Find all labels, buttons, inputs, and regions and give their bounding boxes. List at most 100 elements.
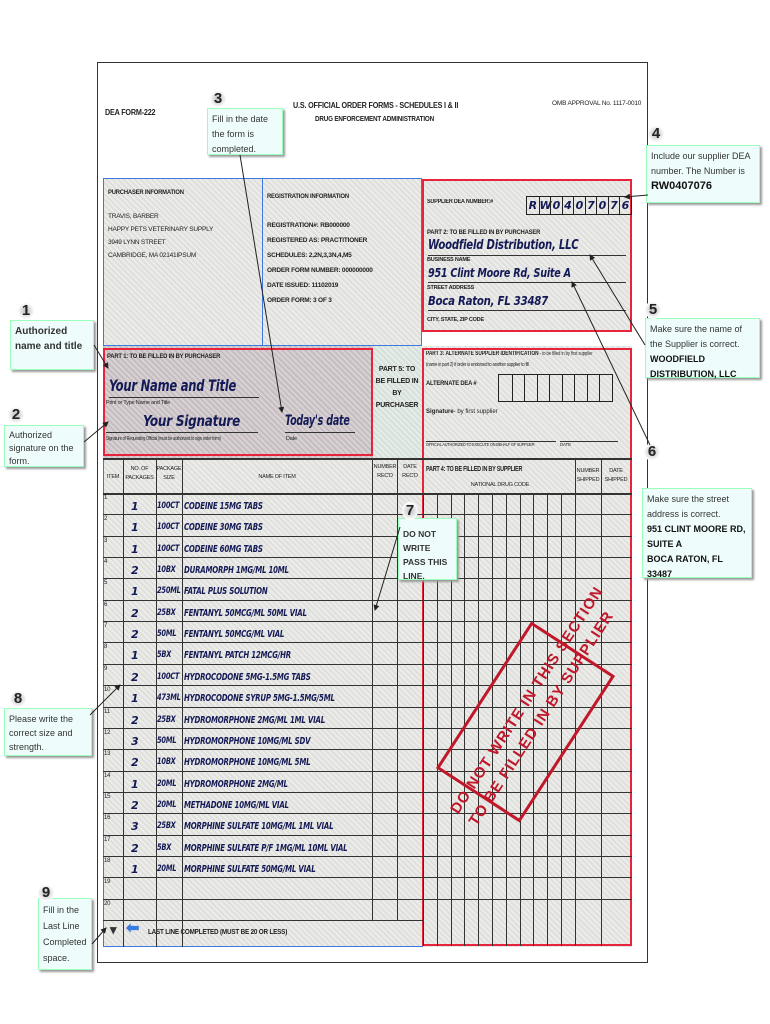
business-name-field[interactable]: Woodfield Distribution, LLC [428, 238, 579, 253]
form-id: DEA FORM-222 [105, 108, 156, 117]
column-divider [182, 458, 183, 947]
alternate-dea-digit-box[interactable] [549, 375, 562, 401]
row-item-name: CODEINE 30MG TABS [184, 522, 263, 534]
row-item-number: 5 [104, 580, 108, 587]
signature-label: Signature of Requesting Official (must b… [106, 436, 221, 442]
row-package-size: 50ML [157, 629, 177, 640]
registered-as: REGISTERED AS: PRACTITIONER [267, 237, 368, 244]
part3-signature-label: Signature [426, 409, 454, 415]
purchaser-city: CAMBRIDGE, MA 02141IPSUM [108, 252, 197, 259]
row-package-size: 50ML [157, 735, 177, 746]
row-divider [103, 663, 632, 665]
row-package-size: 20ML [157, 799, 177, 810]
alternate-dea-digit-box[interactable] [524, 375, 537, 401]
row-divider [103, 578, 632, 580]
header-number-recd: NUMBER REC'D [373, 464, 397, 479]
row-divider [103, 813, 632, 815]
row-item-name: HYDROMORPHONE 10MG/ML SDV [184, 735, 311, 747]
ndc-divider [478, 493, 480, 946]
part5-text: PART 5: TO BE FILLED IN BY PURCHASER [375, 366, 419, 409]
date-line [285, 432, 355, 433]
business-name-line [428, 255, 626, 256]
table-row[interactable]: 20 [103, 899, 373, 920]
header-date-recd: DATE REC'D [402, 464, 418, 479]
row-item-name: FATAL PLUS SOLUTION [184, 586, 268, 598]
row-packages: 2 [131, 756, 139, 770]
row-packages: 1 [131, 777, 139, 791]
column-divider [123, 458, 124, 947]
row-item-number: 15 [104, 793, 111, 800]
ndc-divider [533, 493, 535, 946]
row-item-name: DURAMORPH 1MG/ML 10ML [184, 565, 289, 577]
supplier-parts-background [422, 346, 632, 947]
row-item-name: METHADONE 10MG/ML VIAL [184, 799, 289, 811]
row-packages: 2 [131, 798, 139, 812]
row-package-size: 100CT [157, 671, 180, 682]
name-title-field[interactable]: Your Name and Title [109, 376, 237, 395]
row-divider [103, 706, 632, 708]
row-packages: 1 [131, 500, 139, 513]
callout-7: DO NOT WRITE PASS THIS LINE. [398, 518, 457, 581]
row-package-size: 5BX [157, 650, 172, 661]
ndc-divider [450, 493, 452, 946]
column-divider [397, 458, 398, 920]
row-packages: 2 [131, 841, 139, 855]
callout-2: Authorized signature on the form. [4, 425, 84, 467]
part3-note: - to be filled in by first supplier [538, 351, 593, 357]
table-row[interactable]: 19 [103, 877, 373, 898]
callout-4-bold: RW0407076 [651, 180, 712, 192]
callout-6-bold-2: BOCA RATON, FL 33487 [647, 554, 723, 579]
street-address-field[interactable]: 951 Clint Moore Rd, Suite A [428, 266, 571, 280]
header-part4: PART 4: TO BE FILLED IN BY SUPPLIER [426, 466, 523, 473]
alternate-dea-digit-box[interactable] [536, 375, 550, 401]
schedules: SCHEDULES: 2,2N,3,3N,4,M5 [267, 252, 352, 259]
signature-line [106, 432, 258, 433]
signature-field[interactable]: Your Signature [143, 412, 240, 430]
callout-3: Fill in the date the form is completed. [207, 108, 283, 155]
table-row[interactable]: 15 2 20ML METHADONE 10MG/ML VIAL [103, 792, 373, 813]
row-item-number: 8 [104, 644, 108, 651]
ndc-divider [423, 493, 424, 946]
part3-signature: Signature- by first supplier [426, 409, 498, 415]
part5-section: PART 5: TO BE FILLED IN BY PURCHASER [373, 346, 422, 458]
row-package-size: 10BX [157, 565, 176, 576]
callout-5-text: Make sure the name of the Supplier is co… [650, 324, 743, 349]
name-title-label: Print or Type Name and Title [106, 400, 170, 406]
date-field[interactable]: Today's date [285, 413, 350, 429]
order-form-count: ORDER FORM: 3 OF 3 [267, 297, 332, 304]
street-address-line [428, 282, 626, 283]
row-divider [103, 727, 632, 729]
last-line-input[interactable]: ▾ [110, 922, 117, 937]
row-packages: 2 [131, 564, 139, 578]
alternate-dea-digit-box[interactable] [511, 375, 525, 401]
alternate-dea-digit-box[interactable] [561, 375, 575, 401]
official-line[interactable]: OFFICIAL AUTHORIZED TO EXECUTE ON BEHALF… [426, 441, 556, 447]
supplier-dea-label: SUPPLIER DEA NUMBER:# [427, 199, 493, 205]
registration-lines: REGISTRATION#: RB000000 REGISTERED AS: P… [267, 218, 421, 308]
row-item-number: 20 [104, 900, 111, 907]
city-state-zip-field[interactable]: Boca Raton, FL 33487 [428, 294, 548, 308]
row-package-size: 25BX [157, 714, 176, 725]
dea-digit: 6 [619, 197, 631, 214]
callout-number-2: 2 [8, 406, 24, 424]
row-divider [103, 920, 423, 921]
